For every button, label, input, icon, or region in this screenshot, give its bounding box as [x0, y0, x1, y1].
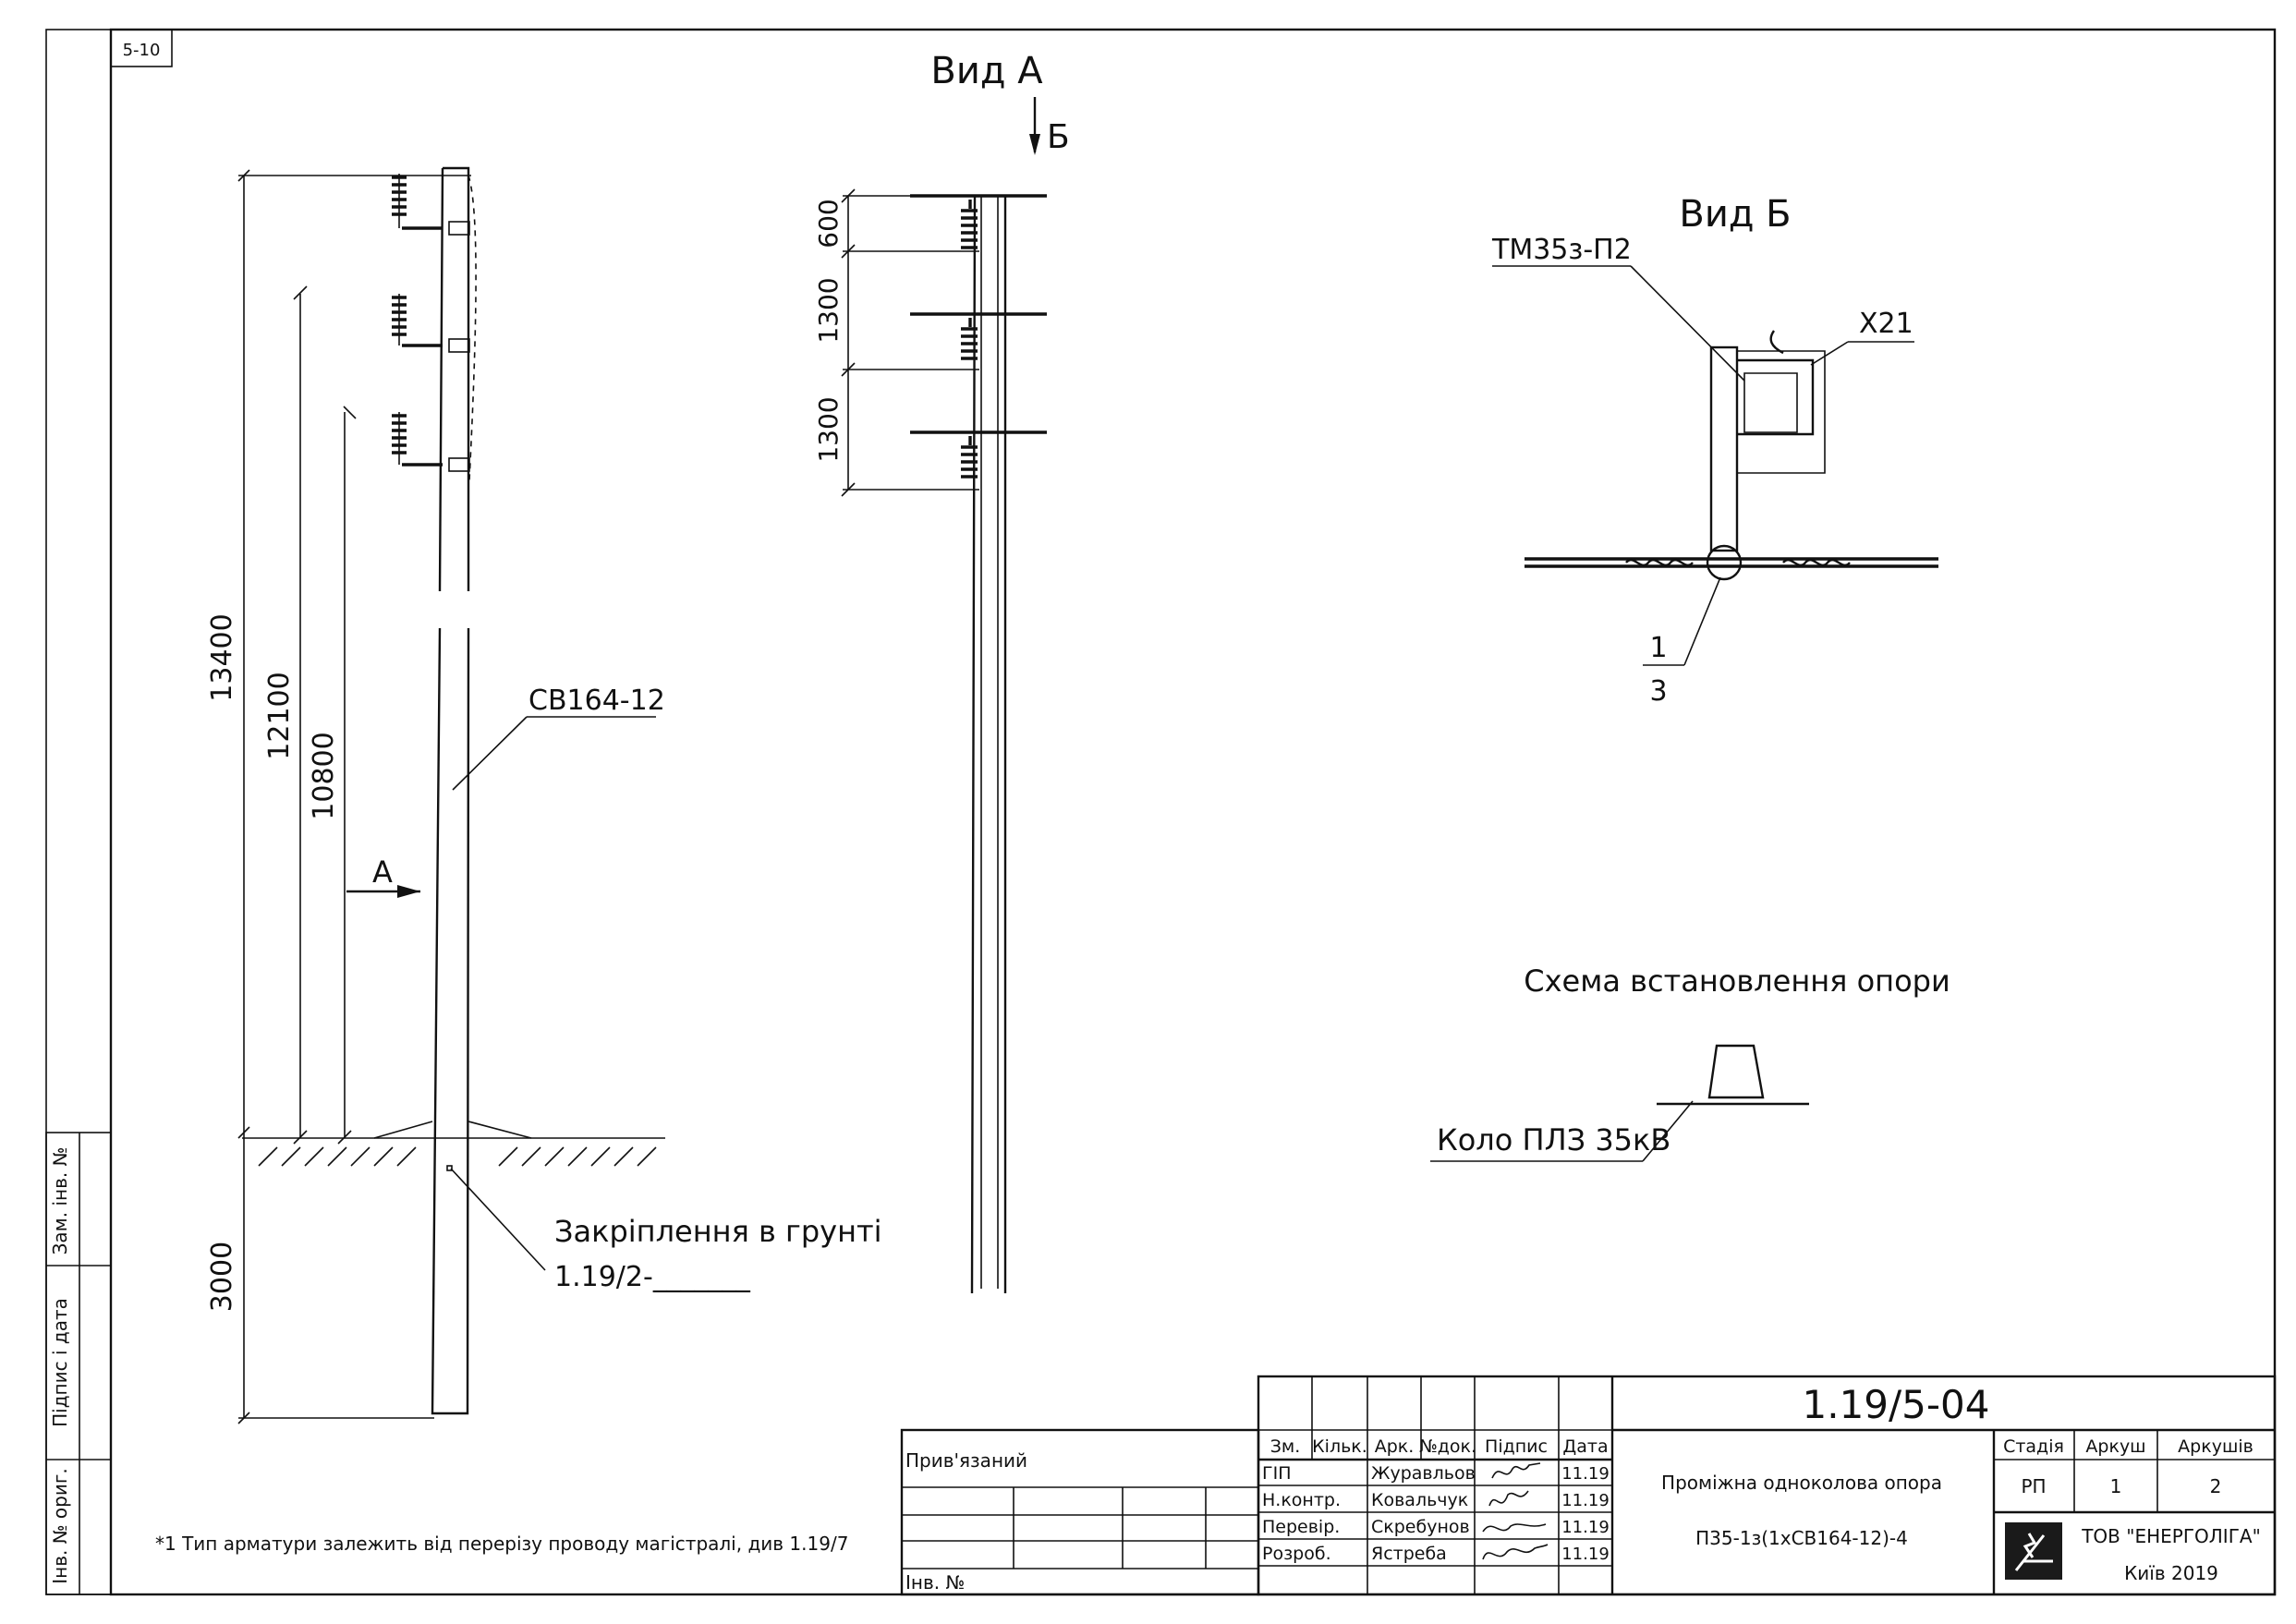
- stage-header: Стадія: [2003, 1436, 2064, 1457]
- name-1: Ковальчук: [1371, 1490, 1468, 1510]
- ground-fixing-ref: 1.19/2-_______: [554, 1261, 751, 1293]
- dim-13400: 13400: [206, 613, 238, 701]
- left-stamp-strip: Зам. інв. № Підпис і дата Інв. № ориг.: [45, 1132, 112, 1595]
- arrow-b-label: Б: [1047, 118, 1070, 156]
- inv-orig-label: Інв. № ориг.: [49, 1468, 71, 1583]
- name-3: Ястреба: [1371, 1544, 1447, 1564]
- footnote: *1 Тип арматури залежить від перерізу пр…: [155, 1533, 848, 1555]
- dim-1300-bottom: 1300: [813, 396, 844, 462]
- inv-no-label: Інв. №: [905, 1571, 965, 1594]
- view-b: Вид Б ТМ35з-П2 Х21 1 3: [1491, 193, 1938, 708]
- dim-3000: 3000: [206, 1242, 238, 1312]
- circuit-label: Коло ПЛЗ 35кВ: [1437, 1122, 1670, 1157]
- pidpys-data-label: Підпис і дата: [49, 1298, 71, 1427]
- hdr-ark: Арк.: [1375, 1436, 1415, 1457]
- hdr-pidpys: Підпис: [1485, 1436, 1548, 1457]
- role-1: Н.контр.: [1262, 1490, 1341, 1510]
- company-logo-icon: [2005, 1522, 2062, 1580]
- arrow-a-label: А: [372, 854, 393, 890]
- sheets-header: Аркушів: [2178, 1436, 2253, 1457]
- drawing-frame: [109, 28, 2277, 1596]
- dim-1300-top: 1300: [813, 277, 844, 343]
- insulator-1: [392, 174, 470, 236]
- role-3: Розроб.: [1262, 1544, 1331, 1564]
- name-0: Журавльов: [1371, 1463, 1476, 1484]
- mark-3: 3: [1649, 675, 1667, 708]
- dim-12100: 12100: [263, 672, 296, 759]
- date-2: 11.19: [1561, 1518, 1610, 1537]
- sheets-value: 2: [2210, 1475, 2222, 1497]
- city-year: Київ 2019: [2124, 1562, 2218, 1584]
- insulator-2: [392, 294, 470, 353]
- description-line1: Проміжна одноколова опора: [1661, 1472, 1942, 1494]
- dim-10800: 10800: [308, 732, 340, 819]
- company-name: ТОВ "ЕНЕРГОЛІГА": [2081, 1525, 2261, 1547]
- dimension-lines: [237, 169, 471, 1424]
- hdr-kilk: Кільк.: [1312, 1436, 1367, 1457]
- pryvyazanyi-label: Прив'язаний: [905, 1449, 1027, 1472]
- signature-1: [1488, 1490, 1529, 1507]
- name-2: Скребунов: [1371, 1517, 1470, 1537]
- date-0: 11.19: [1561, 1464, 1610, 1484]
- outer-border: [45, 29, 2276, 1595]
- pole-upper: [438, 166, 470, 592]
- doc-code: 1.19/5-04: [1803, 1382, 1990, 1427]
- hdr-data: Дата: [1562, 1436, 1608, 1457]
- role-0: ГІП: [1262, 1463, 1291, 1484]
- install-scheme: Схема встановлення опори Коло ПЛЗ 35кВ: [1430, 963, 1950, 1162]
- ground-fixing-label: Закріплення в грунті: [554, 1214, 882, 1249]
- sheet-code-box: [110, 29, 173, 67]
- signature-2: [1482, 1523, 1547, 1533]
- hdr-ndok: №док.: [1419, 1436, 1476, 1457]
- main-pole-view: 13400 12100 10800 3000 СВ164-12 А Закріп…: [206, 166, 882, 1424]
- description-line2: П35-1з(1хСВ164-12)-4: [1695, 1527, 1908, 1549]
- zam-inv-label: Зам. інв. №: [49, 1147, 71, 1255]
- hdr-zm: Зм.: [1270, 1436, 1301, 1457]
- signature-3: [1482, 1544, 1549, 1560]
- dim-600: 600: [813, 199, 844, 248]
- view-a: Вид А Б 600 1300 1300: [813, 50, 1070, 1294]
- sheet-value: 1: [2110, 1475, 2122, 1497]
- tm-label: ТМ35з-П2: [1491, 234, 1632, 266]
- pole-lower: [431, 627, 470, 1415]
- title-block: Прив'язаний Інв. № Зм. Кільк. Арк. №док.…: [900, 1375, 2277, 1596]
- pole-type-label: СВ164-12: [528, 685, 665, 717]
- stage-value: РП: [2021, 1475, 2046, 1497]
- x21-label: Х21: [1859, 308, 1913, 340]
- view-a-title: Вид А: [930, 50, 1043, 92]
- role-2: Перевір.: [1262, 1517, 1340, 1537]
- signature-0: [1491, 1462, 1541, 1479]
- date-3: 11.19: [1561, 1545, 1610, 1564]
- insulator-3: [392, 412, 470, 472]
- install-scheme-title: Схема встановлення опори: [1524, 963, 1950, 999]
- view-b-title: Вид Б: [1679, 193, 1791, 236]
- sheet-code: 5-10: [123, 41, 161, 60]
- sheet-header: Аркуш: [2085, 1436, 2145, 1457]
- date-1: 11.19: [1561, 1491, 1610, 1510]
- mark-1: 1: [1649, 632, 1667, 664]
- ground-line: [242, 1121, 665, 1171]
